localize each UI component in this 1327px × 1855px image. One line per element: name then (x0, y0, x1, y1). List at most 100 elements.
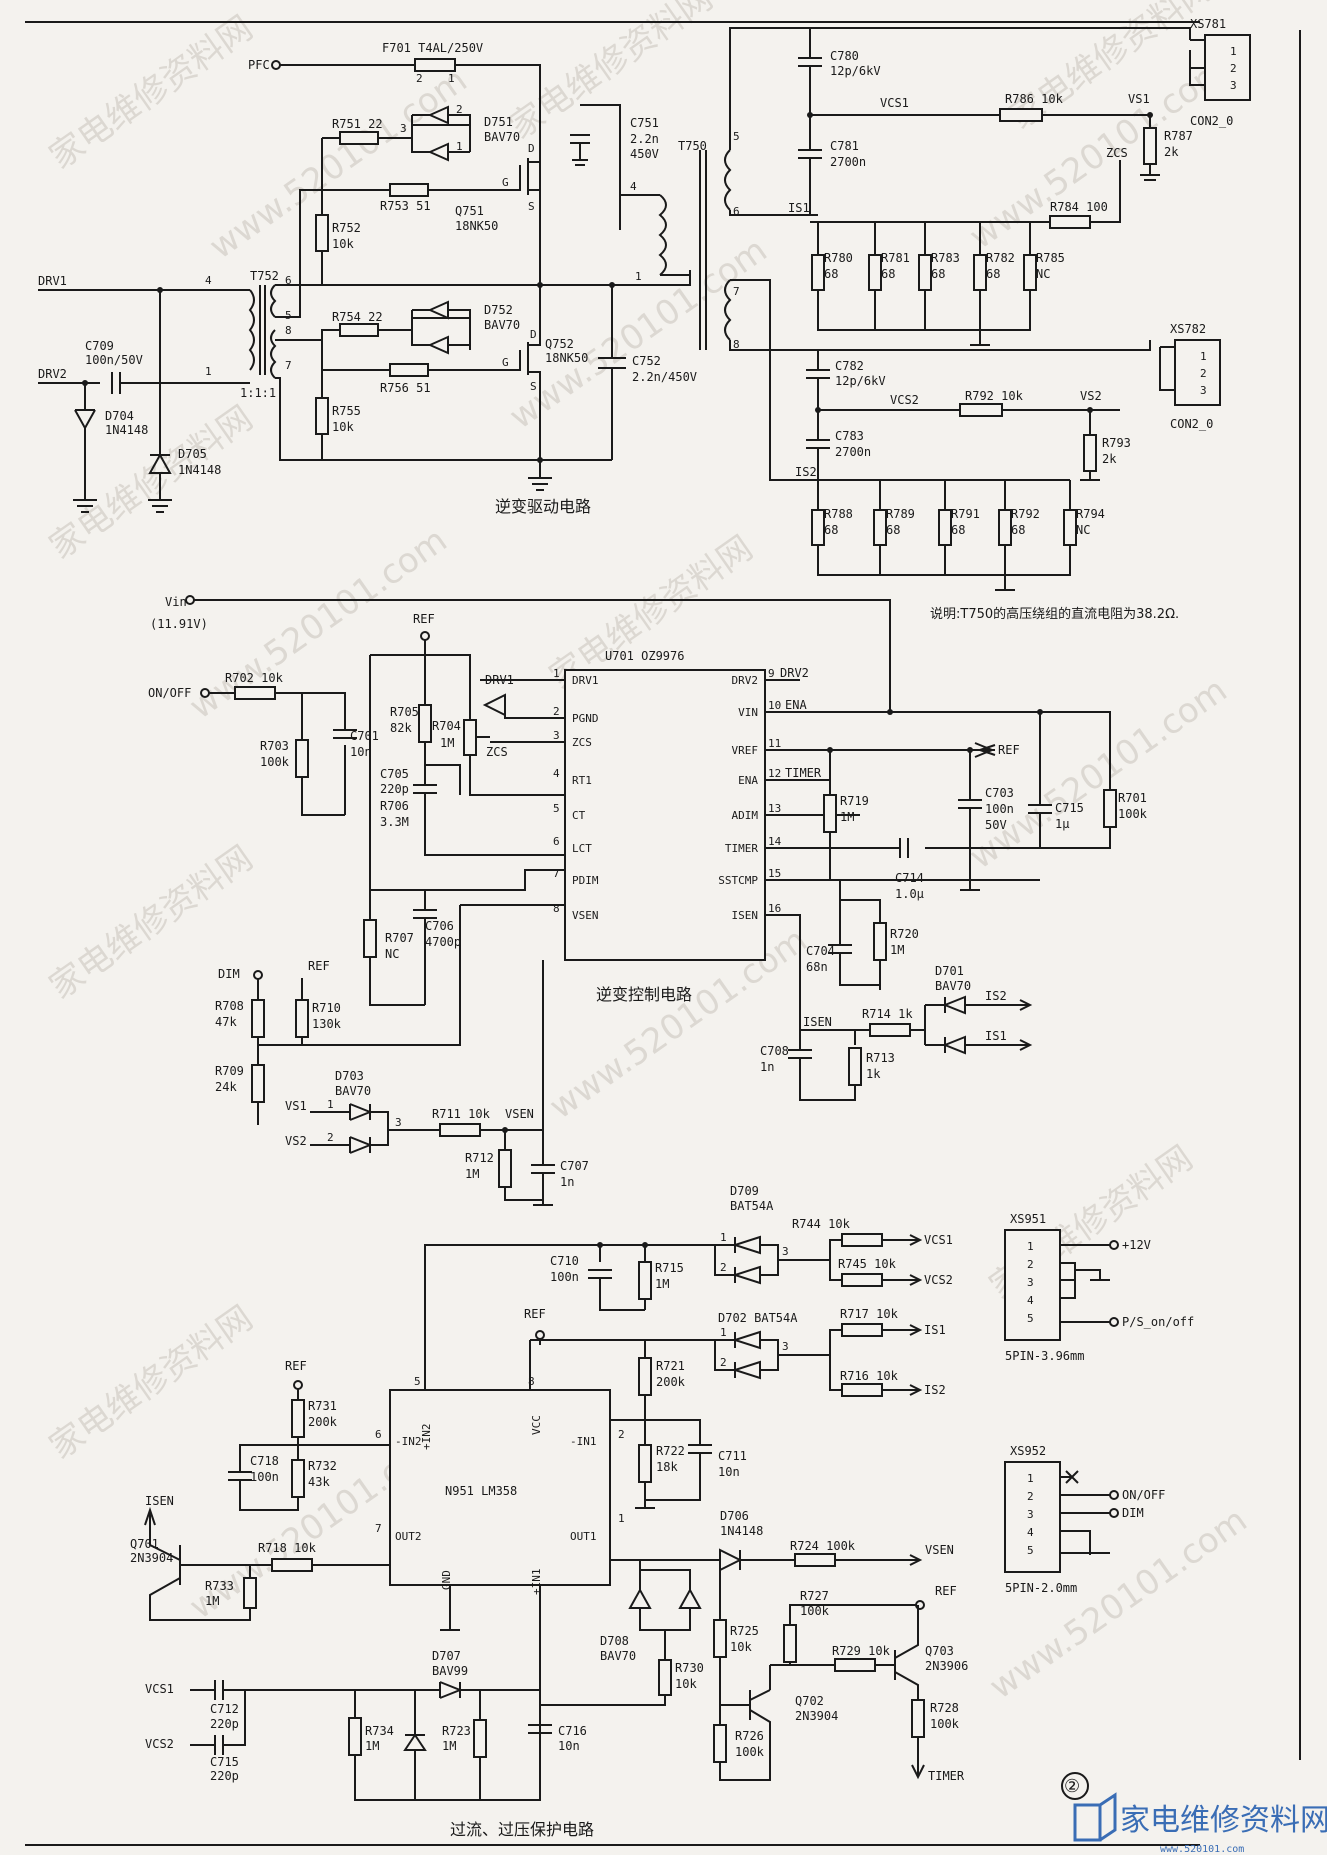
resistor-r792 (998, 509, 1012, 546)
u701-pin-label: ADIM (732, 809, 759, 822)
label-d751-value: BAV70 (484, 130, 520, 144)
resistor-r752 (315, 214, 329, 252)
connector-pin: 2 (1027, 1258, 1034, 1271)
u701-pin-number: 2 (553, 705, 560, 718)
u701-pin-list: 1DRV12PGND3ZCS4RT15CT6LCT7PDIM8VSEN9DRV2… (553, 667, 782, 922)
label-r707: R707 (385, 931, 414, 945)
net-vcs1: VCS1 (880, 96, 909, 110)
label-r794-value: NC (1076, 523, 1090, 537)
label-r751: R751 22 (332, 117, 383, 131)
resistor-r723 (473, 1719, 487, 1758)
u701-pin-number: 16 (768, 902, 781, 915)
label-d706: D706 (720, 1509, 749, 1523)
resistor-r722 (638, 1444, 652, 1483)
label-c708: C708 (760, 1044, 789, 1058)
label-c703-value: 100n (985, 802, 1014, 816)
label-q701: Q701 (130, 1537, 159, 1551)
connector-pin: 5 (1027, 1312, 1034, 1325)
net-pfc: PFC (248, 58, 270, 72)
label-r731: R731 (308, 1399, 337, 1413)
net-vs2-out: VS2 (1080, 389, 1102, 403)
label-q703: Q703 (925, 1644, 954, 1658)
label-r788-value: 68 (824, 523, 838, 537)
svg-text:3: 3 (1200, 384, 1207, 397)
resistor-r745 (841, 1273, 883, 1287)
label-c781-value: 2700n (830, 155, 866, 169)
resistor-r733 (243, 1577, 257, 1609)
label-r720: R720 (890, 927, 919, 941)
label-c781: C781 (830, 139, 859, 153)
resistor-r714 (869, 1023, 911, 1037)
resistor-r716 (841, 1383, 883, 1397)
label-r713-value: 1k (866, 1067, 881, 1081)
label-c782: C782 (835, 359, 864, 373)
label-r733: R733 (205, 1579, 234, 1593)
label-c709-value: 100n/50V (85, 353, 143, 367)
label-d708: D708 (600, 1634, 629, 1648)
svg-text:2: 2 (1230, 62, 1237, 75)
net-is1-prot: IS1 (924, 1323, 946, 1337)
label-r783: R783 (931, 251, 960, 265)
label-r793: R793 (1102, 436, 1131, 450)
protection-section: N951 LM358 +IN2 VCC -IN2 -IN1 OUT2 OUT1 … (130, 1184, 968, 1839)
label-d704-value: 1N4148 (105, 423, 148, 437)
svg-text:1: 1 (1230, 45, 1237, 58)
net-plus12v: +12V (1122, 1238, 1151, 1252)
svg-text:7: 7 (285, 359, 292, 372)
net-vcs1-cap: VCS1 (145, 1682, 174, 1696)
label-c705: C705 (380, 767, 409, 781)
pin-8: 8 (528, 1375, 535, 1388)
resistor-bank-is1: R780 68 R781 68 R783 68 R782 68 R785 NC (811, 222, 1065, 346)
label-r753: R753 51 (380, 199, 431, 213)
svg-text:3: 3 (400, 122, 407, 135)
net-is1-in: IS1 (985, 1029, 1007, 1043)
resistor-r726 (713, 1724, 727, 1763)
resistor-r792a (959, 403, 1003, 417)
net-on-off: ON/OFF (148, 686, 191, 700)
u701-pin-number: 14 (768, 835, 782, 848)
pin-in2p: +IN2 (420, 1424, 433, 1451)
label-q752: Q752 (545, 337, 574, 351)
resistor-r709 (251, 1064, 265, 1103)
label-d707: D707 (432, 1649, 461, 1663)
label-c751-value: 2.2n (630, 132, 659, 146)
u701-pin-number: 8 (553, 902, 560, 915)
net-vcs2-cap: VCS2 (145, 1737, 174, 1751)
svg-text:1: 1 (720, 1326, 727, 1339)
label-r709-value: 24k (215, 1080, 237, 1094)
resistor-r708 (251, 999, 265, 1038)
resistor-r756 (389, 363, 429, 377)
resistor-r719 (823, 794, 837, 833)
label-r716: R716 10k (840, 1369, 899, 1383)
u701-pin-label: PGND (572, 712, 599, 725)
label-r756: R756 51 (380, 381, 431, 395)
net-vcs2: VCS2 (890, 393, 919, 407)
label-n951: N951 LM358 (445, 1484, 517, 1498)
label-c708-value: 1n (760, 1060, 774, 1074)
label-d752-value: BAV70 (484, 318, 520, 332)
u701-pin-number: 12 (768, 767, 781, 780)
label-d703-value: BAV70 (335, 1084, 371, 1098)
label-r722-value: 18k (656, 1460, 678, 1474)
label-c714-value: 1.0μ (895, 887, 924, 901)
resistor-r786 (999, 108, 1043, 122)
svg-text:S: S (530, 380, 537, 393)
svg-text:1: 1 (456, 140, 463, 153)
net-is2-in: IS2 (985, 989, 1007, 1003)
label-xs782: XS782 (1170, 322, 1206, 336)
pin-in2n: -IN2 (395, 1435, 422, 1448)
label-r755-value: 10k (332, 420, 354, 434)
watermark: www.520101.com (502, 230, 774, 437)
label-r726: R726 (735, 1729, 764, 1743)
resistor-r703 (295, 739, 309, 778)
label-c751: C751 (630, 116, 659, 130)
net-drv1: DRV1 (38, 274, 67, 288)
label-r792-10k: R792 10k (965, 389, 1024, 403)
label-r701-value: 100k (1118, 807, 1148, 821)
svg-text:D: D (530, 328, 537, 341)
label-r755: R755 (332, 404, 361, 418)
net-is2-prot: IS2 (924, 1383, 946, 1397)
label-r714: R714 1k (862, 1007, 913, 1021)
label-r701: R701 (1118, 791, 1147, 805)
